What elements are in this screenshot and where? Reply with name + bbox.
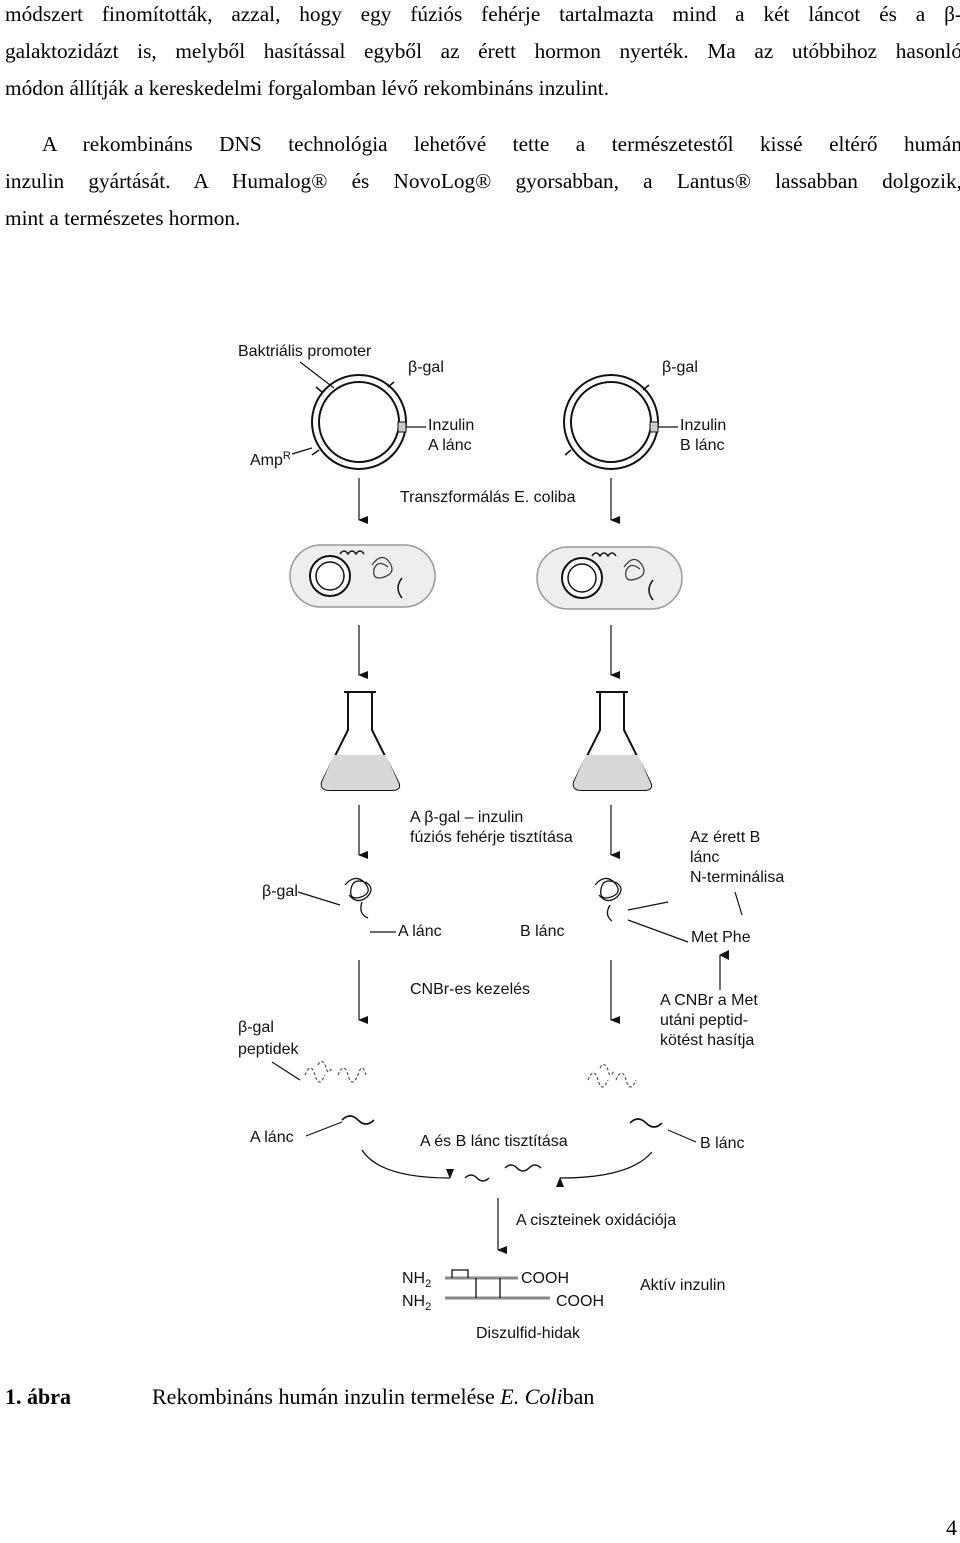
label-met-phe: Met Phe bbox=[691, 929, 751, 946]
insulin-production-diagram: Baktriális promoter β-gal β-gal Inzulin … bbox=[238, 343, 784, 1342]
label-transform: Transzformálás E. coliba bbox=[400, 489, 576, 506]
paragraph-1-line-3: módon állítják a kereskedelmi forgalomba… bbox=[5, 76, 610, 100]
paragraph-1-line-2: galaktozidázt is, melyből hasítással egy… bbox=[5, 39, 960, 63]
bgal-peptides-b bbox=[587, 1063, 637, 1088]
label-bacterial-promoter: Baktriális promoter bbox=[238, 343, 372, 360]
label-purify-ab: A és B lánc tisztítása bbox=[420, 1133, 568, 1150]
caption-text-suffix: ban bbox=[562, 1384, 595, 1409]
label-mature-b-3: N-terminálisa bbox=[690, 869, 784, 886]
label-bgal-peptides-1: β-gal bbox=[238, 1019, 274, 1036]
label-bgal-peptides-2: peptidek bbox=[238, 1041, 299, 1058]
label-bgal-left: β-gal bbox=[408, 359, 444, 376]
label-cnbr-cut-1: A CNBr a Met bbox=[660, 992, 758, 1009]
label-purify-2: fúziós fehérje tisztítása bbox=[410, 829, 573, 846]
bacterium-a bbox=[289, 544, 436, 608]
paragraph-2-line-3: mint a természetes hormon. bbox=[5, 206, 241, 230]
paragraph-2-line-1: A rekombináns DNS technológia lehetővé t… bbox=[42, 132, 960, 156]
label-disulfide: Diszulfid-hidak bbox=[476, 1325, 581, 1342]
label-mature-b-2: lánc bbox=[690, 849, 719, 866]
label-nh2-bottom: NH2 bbox=[402, 1293, 431, 1313]
label-b-chain-mid: B lánc bbox=[520, 923, 564, 940]
label-active-insulin: Aktív inzulin bbox=[640, 1277, 725, 1294]
caption-text-main: Rekombináns humán inzulin termelése bbox=[152, 1384, 501, 1409]
fusion-protein-b bbox=[594, 877, 622, 922]
label-bgal-right: β-gal bbox=[662, 359, 698, 376]
label-nh2-top: NH2 bbox=[402, 1270, 431, 1290]
label-a-chain-mid: A lánc bbox=[398, 923, 442, 940]
label-insulin-a-1: Inzulin bbox=[428, 417, 474, 434]
label-mature-b-1: Az érett B bbox=[690, 829, 760, 846]
active-insulin-structure bbox=[445, 1269, 550, 1300]
label-insulin-b-2: B lánc bbox=[680, 437, 724, 454]
figure-caption-text: Rekombináns humán inzulin termelése E. C… bbox=[152, 1384, 594, 1410]
label-b-chain-bottom: B lánc bbox=[700, 1135, 744, 1152]
flask-a bbox=[320, 691, 401, 791]
paragraph-2-line-2: inzulin gyártását. A Humalog® és NovoLog… bbox=[5, 169, 960, 193]
label-cooh-bottom: COOH bbox=[556, 1293, 604, 1310]
label-cysteine-ox: A cisztei­nek oxidációja bbox=[516, 1212, 676, 1229]
label-ampr: AmpR bbox=[250, 450, 291, 469]
label-cooh-top: COOH bbox=[521, 1270, 569, 1287]
paragraph-1: módszert finomították, azzal, hogy egy f… bbox=[5, 0, 960, 107]
label-cnbr-cut-2: utáni peptid- bbox=[660, 1012, 748, 1029]
label-bgal-fusion: β-gal bbox=[262, 883, 298, 900]
figure-caption-number: 1. ábra bbox=[5, 1384, 71, 1409]
paragraph-2: A rekombináns DNS technológia lehetővé t… bbox=[5, 126, 960, 237]
plasmid-a bbox=[311, 374, 407, 470]
bacterium-b bbox=[536, 546, 683, 610]
page-number: 4 bbox=[946, 1515, 957, 1540]
flask-b bbox=[572, 691, 653, 791]
label-a-chain-bottom: A lánc bbox=[250, 1129, 294, 1146]
caption-text-italic: E. Coli bbox=[500, 1384, 563, 1409]
label-cnbr: CNBr-es kezelés bbox=[410, 981, 530, 998]
label-purify-1: A β-gal – inzulin bbox=[410, 809, 523, 826]
fusion-protein-a bbox=[344, 877, 372, 919]
plasmid-b bbox=[563, 374, 659, 470]
label-cnbr-cut-3: kötést hasítja bbox=[660, 1032, 754, 1049]
bgal-peptides-a bbox=[304, 1060, 367, 1083]
paragraph-1-line-1: módszert finomították, azzal, hogy egy f… bbox=[5, 2, 960, 26]
label-insulin-a-2: A lánc bbox=[428, 437, 472, 454]
label-insulin-b-1: Inzulin bbox=[680, 417, 726, 434]
